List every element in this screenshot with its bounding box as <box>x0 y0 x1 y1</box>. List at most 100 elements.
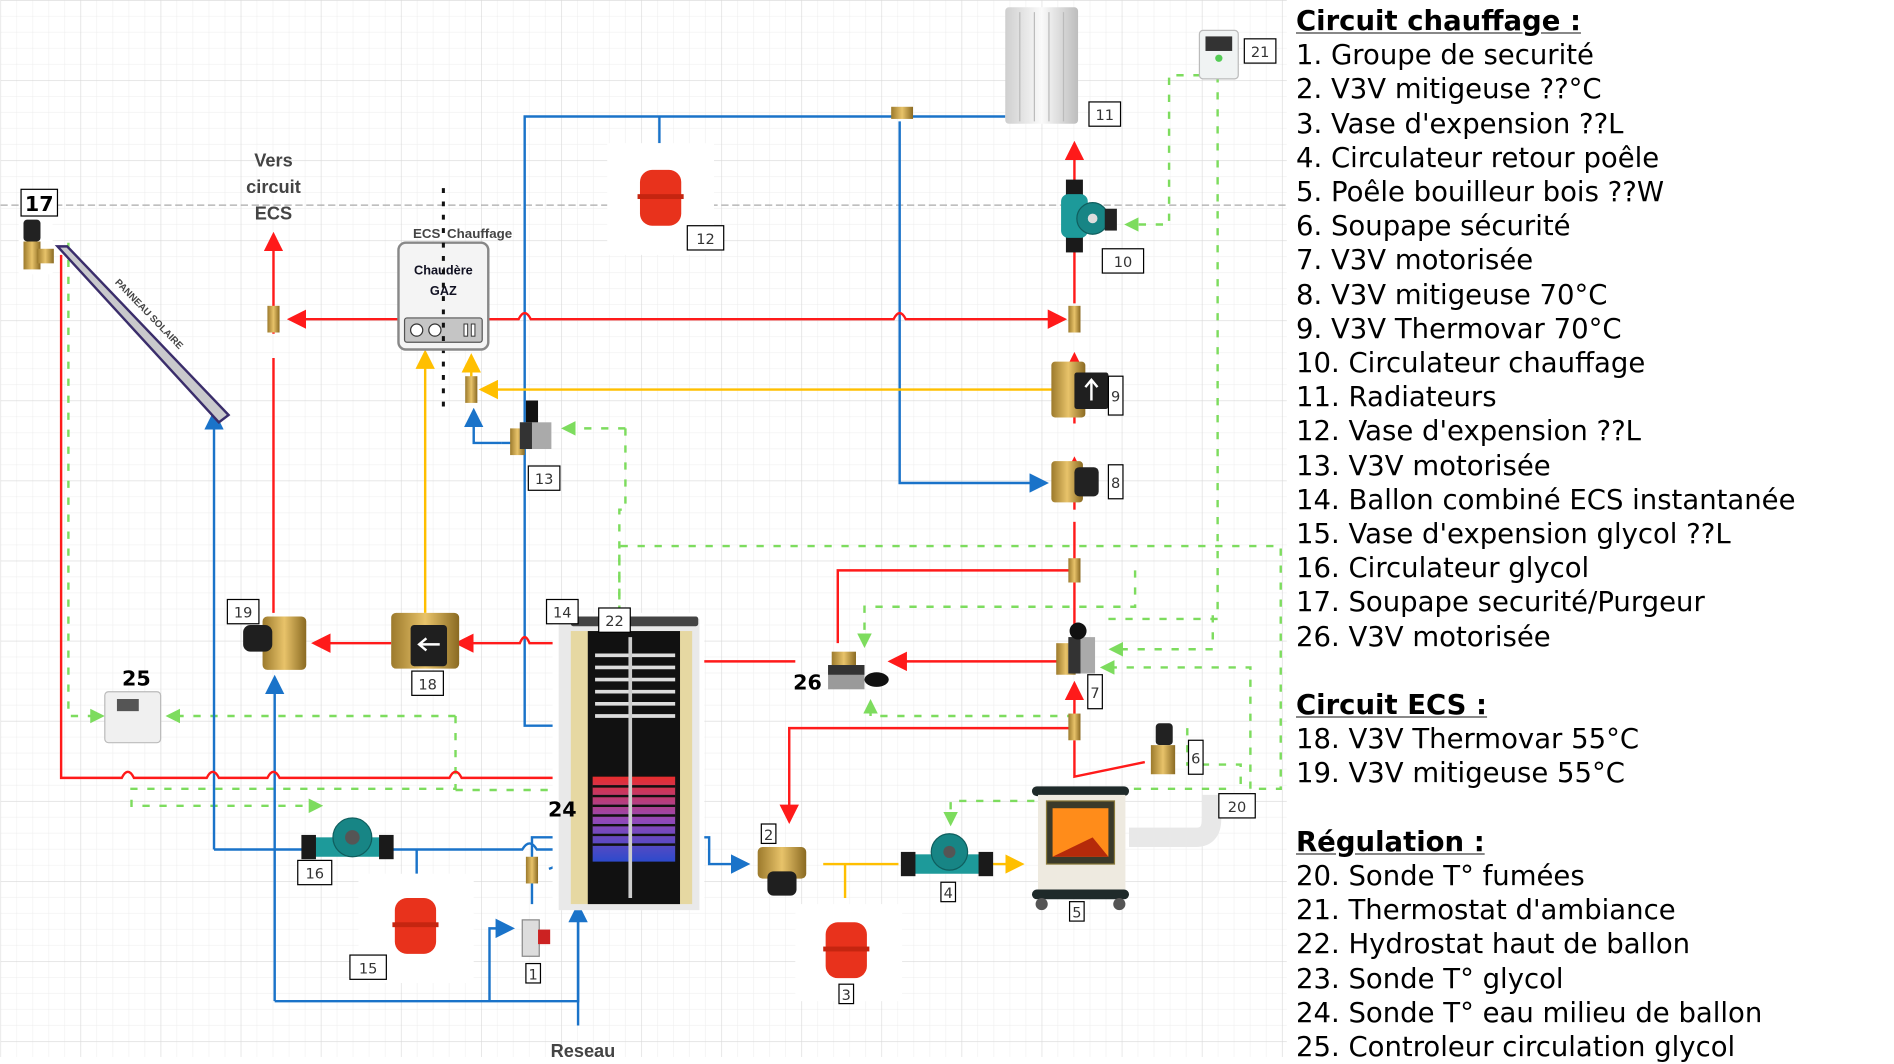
legend: Circuit chauffage : 1. Groupe de securit… <box>1296 4 1796 1064</box>
legend-item: 17. Soupape securité/Purgeur <box>1296 586 1705 619</box>
svg-text:20: 20 <box>1228 799 1247 816</box>
svg-text:21: 21 <box>1251 44 1270 61</box>
legend-item: 4. Circulateur retour poêle <box>1296 141 1660 174</box>
legend-item: 16. Circulateur glycol <box>1296 552 1590 585</box>
legend-item: 18. V3V Thermovar 55°C <box>1296 723 1640 756</box>
svg-text:13: 13 <box>535 471 554 488</box>
tag-8: 8 <box>1107 464 1124 500</box>
tag-5: 5 <box>1068 901 1085 922</box>
svg-text:15: 15 <box>359 960 378 977</box>
svg-text:7: 7 <box>1090 685 1099 702</box>
legend-item: 25. Controleur circulation glycol <box>1296 1031 1736 1064</box>
tag-10: 10 <box>1101 248 1145 274</box>
safety-group-1[interactable] <box>521 919 551 957</box>
svg-text:circuit: circuit <box>246 177 301 197</box>
boiler-ecs-label: ECS <box>413 226 441 241</box>
svg-text:16: 16 <box>305 866 324 883</box>
circulator-pump-10[interactable] <box>1061 179 1117 253</box>
tag-1: 1 <box>525 962 542 984</box>
legend-heading-chauffage: Circuit chauffage : <box>1296 5 1581 37</box>
tag-17: 17 <box>20 188 59 217</box>
svg-text:10: 10 <box>1114 254 1133 271</box>
legend-item: 12. Vase d'expension ??L <box>1296 415 1641 448</box>
legend-item: 20. Sonde T° fumées <box>1296 860 1585 893</box>
legend-item: 2. V3V mitigeuse ??°C <box>1296 73 1602 106</box>
svg-text:4: 4 <box>944 885 953 902</box>
expansion-vessel-12[interactable] <box>607 143 714 255</box>
legend-item: 1. Groupe de securité <box>1296 39 1594 72</box>
motorised-valve-13[interactable] <box>510 400 552 456</box>
hot-pipes <box>59 140 1146 824</box>
svg-text:2: 2 <box>764 827 773 844</box>
tag-4: 4 <box>940 881 957 903</box>
svg-text:19: 19 <box>234 605 253 622</box>
svg-text:9: 9 <box>1111 389 1120 406</box>
tag-16: 16 <box>297 859 333 886</box>
svg-text:8: 8 <box>1111 475 1120 492</box>
legend-item: 14. Ballon combiné ECS instantanée <box>1296 483 1796 516</box>
circulator-pump-16[interactable] <box>301 817 394 860</box>
safety-valve-17[interactable] <box>18 216 54 275</box>
motorised-valve-7[interactable] <box>1056 622 1096 675</box>
circulator-pump-4[interactable] <box>900 833 994 877</box>
legend-item: 26. V3V motorisée <box>1296 620 1551 653</box>
legend-heading-regulation: Régulation : <box>1296 825 1485 858</box>
tag-24: 24 <box>548 798 577 822</box>
yellow-pipes <box>415 349 1057 899</box>
tag-19: 19 <box>226 598 260 625</box>
glycol-controller-25[interactable] <box>104 691 162 744</box>
component-tags: 11 21 10 12 9 8 13 14 22 19 18 7 6 20 16… <box>20 38 1277 1005</box>
room-thermostat-21[interactable] <box>1198 29 1239 80</box>
tag-12: 12 <box>686 225 725 251</box>
expansion-vessel-15[interactable] <box>358 873 474 983</box>
boiler-chauffage-label: Chauffage <box>447 226 512 241</box>
mixing-valve-8[interactable] <box>1051 461 1099 503</box>
legend-item: 5. Poêle bouilleur bois ??W <box>1296 176 1665 209</box>
legend-item: 24. Sonde T° eau milieu de ballon <box>1296 996 1763 1029</box>
safety-valve-6[interactable] <box>1150 723 1176 775</box>
legend-item: 9. V3V Thermovar 70°C <box>1296 312 1622 345</box>
wood-stove-5[interactable] <box>1031 786 1222 911</box>
tag-7: 7 <box>1087 674 1103 710</box>
legend-item: 23. Sonde T° glycol <box>1296 962 1564 995</box>
tag-13: 13 <box>527 465 561 491</box>
legend-item: 19. V3V mitigeuse 55°C <box>1296 757 1625 790</box>
boiler-subtitle: GAZ <box>430 283 457 298</box>
svg-text:17: 17 <box>25 192 54 216</box>
svg-text:18: 18 <box>418 676 437 693</box>
tag-2: 2 <box>760 823 777 845</box>
radiator-11[interactable] <box>1005 7 1079 124</box>
tag-15: 15 <box>349 954 387 980</box>
tag-14: 14 <box>545 598 579 625</box>
gas-boiler[interactable]: ECS Chauffage Chaudère GAZ <box>397 226 512 351</box>
motorised-valve-26[interactable] <box>828 651 889 690</box>
svg-text:Vers: Vers <box>254 150 292 170</box>
vers-ecs-label: Vers circuit ECS <box>246 150 301 223</box>
svg-text:6: 6 <box>1191 750 1200 767</box>
tag-25: 25 <box>122 667 151 691</box>
legend-item: 3. Vase d'expension ??L <box>1296 107 1624 140</box>
legend-heading-ecs: Circuit ECS : <box>1296 689 1488 722</box>
mixing-valve-19[interactable] <box>243 616 307 670</box>
svg-text:14: 14 <box>553 605 572 622</box>
legend-item: 7. V3V motorisée <box>1296 244 1534 277</box>
combined-tank-14[interactable] <box>552 612 705 911</box>
legend-item: 8. V3V mitigeuse 70°C <box>1296 278 1608 311</box>
reseau-label: Reseau <box>551 1041 616 1057</box>
svg-text:ECS: ECS <box>255 204 292 224</box>
tag-6: 6 <box>1187 739 1204 775</box>
legend-item: 11. Radiateurs <box>1296 381 1497 414</box>
fittings <box>267 106 1081 884</box>
legend-item: 10. Circulateur chauffage <box>1296 347 1646 380</box>
tag-18: 18 <box>411 670 444 696</box>
mixing-valve-2[interactable] <box>757 847 807 896</box>
svg-text:1: 1 <box>529 966 538 983</box>
thermovar-valve-9[interactable] <box>1051 361 1109 418</box>
thermovar-valve-18[interactable] <box>391 612 460 669</box>
tag-26: 26 <box>793 670 822 694</box>
svg-text:5: 5 <box>1072 904 1081 921</box>
